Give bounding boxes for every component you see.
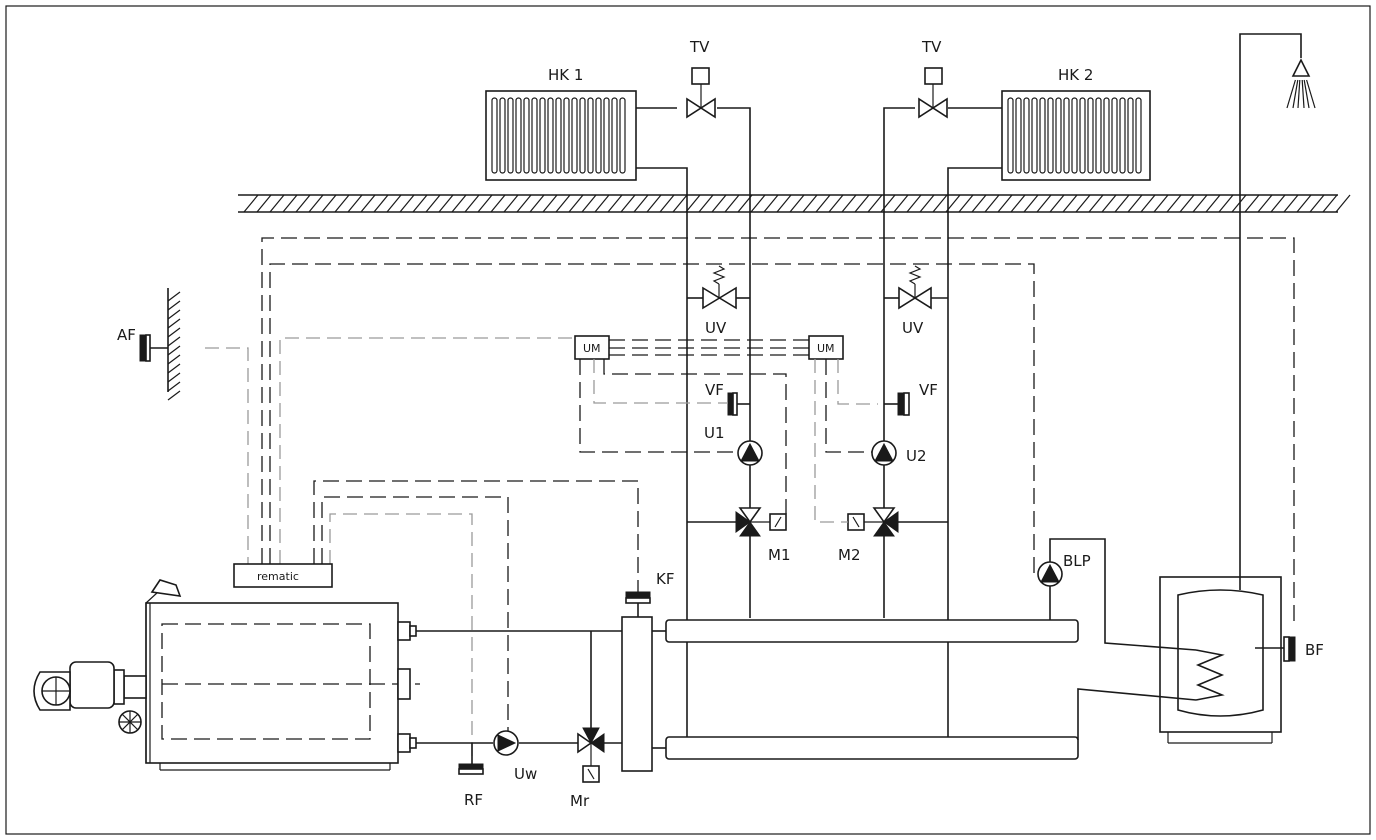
boiler-sensor-kf <box>625 591 651 617</box>
radiator-hk2 <box>1001 90 1151 181</box>
rematic-controller <box>233 563 333 588</box>
flow-sensor-right <box>884 392 910 416</box>
return-sensor-rf <box>458 743 484 775</box>
outdoor-sensor-af <box>139 288 181 401</box>
label-um-right: UM <box>817 342 835 355</box>
label-tv-left: TV <box>689 38 710 56</box>
hydraulic-separator <box>621 616 666 772</box>
flow-sensor-left <box>727 392 750 416</box>
mixing-valve-m2 <box>847 507 899 537</box>
label-u1: U1 <box>704 424 725 442</box>
hot-water-tank <box>1159 576 1282 744</box>
label-u2: U2 <box>906 447 927 465</box>
floor-slab <box>238 194 1351 213</box>
label-af: AF <box>117 326 136 344</box>
thermostatic-valve-right <box>918 67 948 119</box>
label-uw: Uw <box>514 765 537 783</box>
boiler-pipes <box>416 630 622 744</box>
mixing-valve-m1 <box>735 507 787 537</box>
label-blp: BLP <box>1063 552 1091 570</box>
signal-lines <box>205 237 1295 764</box>
label-tv-right: TV <box>921 38 942 56</box>
pump-u1 <box>737 440 763 466</box>
label-uv-right: UV <box>902 319 924 337</box>
pump-blp <box>1037 561 1063 587</box>
label-uv-left: UV <box>705 319 727 337</box>
thermostatic-valve-left <box>686 67 716 119</box>
label-rematic: rematic <box>257 570 299 583</box>
mixing-valve-mr <box>577 727 605 783</box>
overflow-valve-right <box>898 265 932 310</box>
pump-uw <box>493 730 519 756</box>
boiler <box>145 579 420 771</box>
overflow-valve-left <box>702 265 737 310</box>
label-m2: M2 <box>838 546 861 564</box>
radiator-hk1 <box>485 90 637 181</box>
diagram-frame <box>5 5 1371 835</box>
label-hk1: HK 1 <box>548 66 583 84</box>
label-rf: RF <box>464 791 483 809</box>
label-vf-right: VF <box>919 381 938 399</box>
label-vf-left: VF <box>705 381 724 399</box>
label-kf: KF <box>656 570 674 588</box>
label-um-left: UM <box>583 342 601 355</box>
label-mr: Mr <box>570 792 590 810</box>
tank-loading-pipes <box>1049 33 1302 740</box>
return-header <box>665 736 1079 760</box>
burner <box>33 661 147 734</box>
label-m1: M1 <box>768 546 791 564</box>
pump-u2 <box>871 440 897 466</box>
shower-head-icon <box>1286 58 1316 109</box>
tank-sensor-bf <box>1255 636 1296 662</box>
label-bf: BF <box>1305 641 1324 659</box>
supply-header <box>665 619 1079 643</box>
label-hk2: HK 2 <box>1058 66 1093 84</box>
